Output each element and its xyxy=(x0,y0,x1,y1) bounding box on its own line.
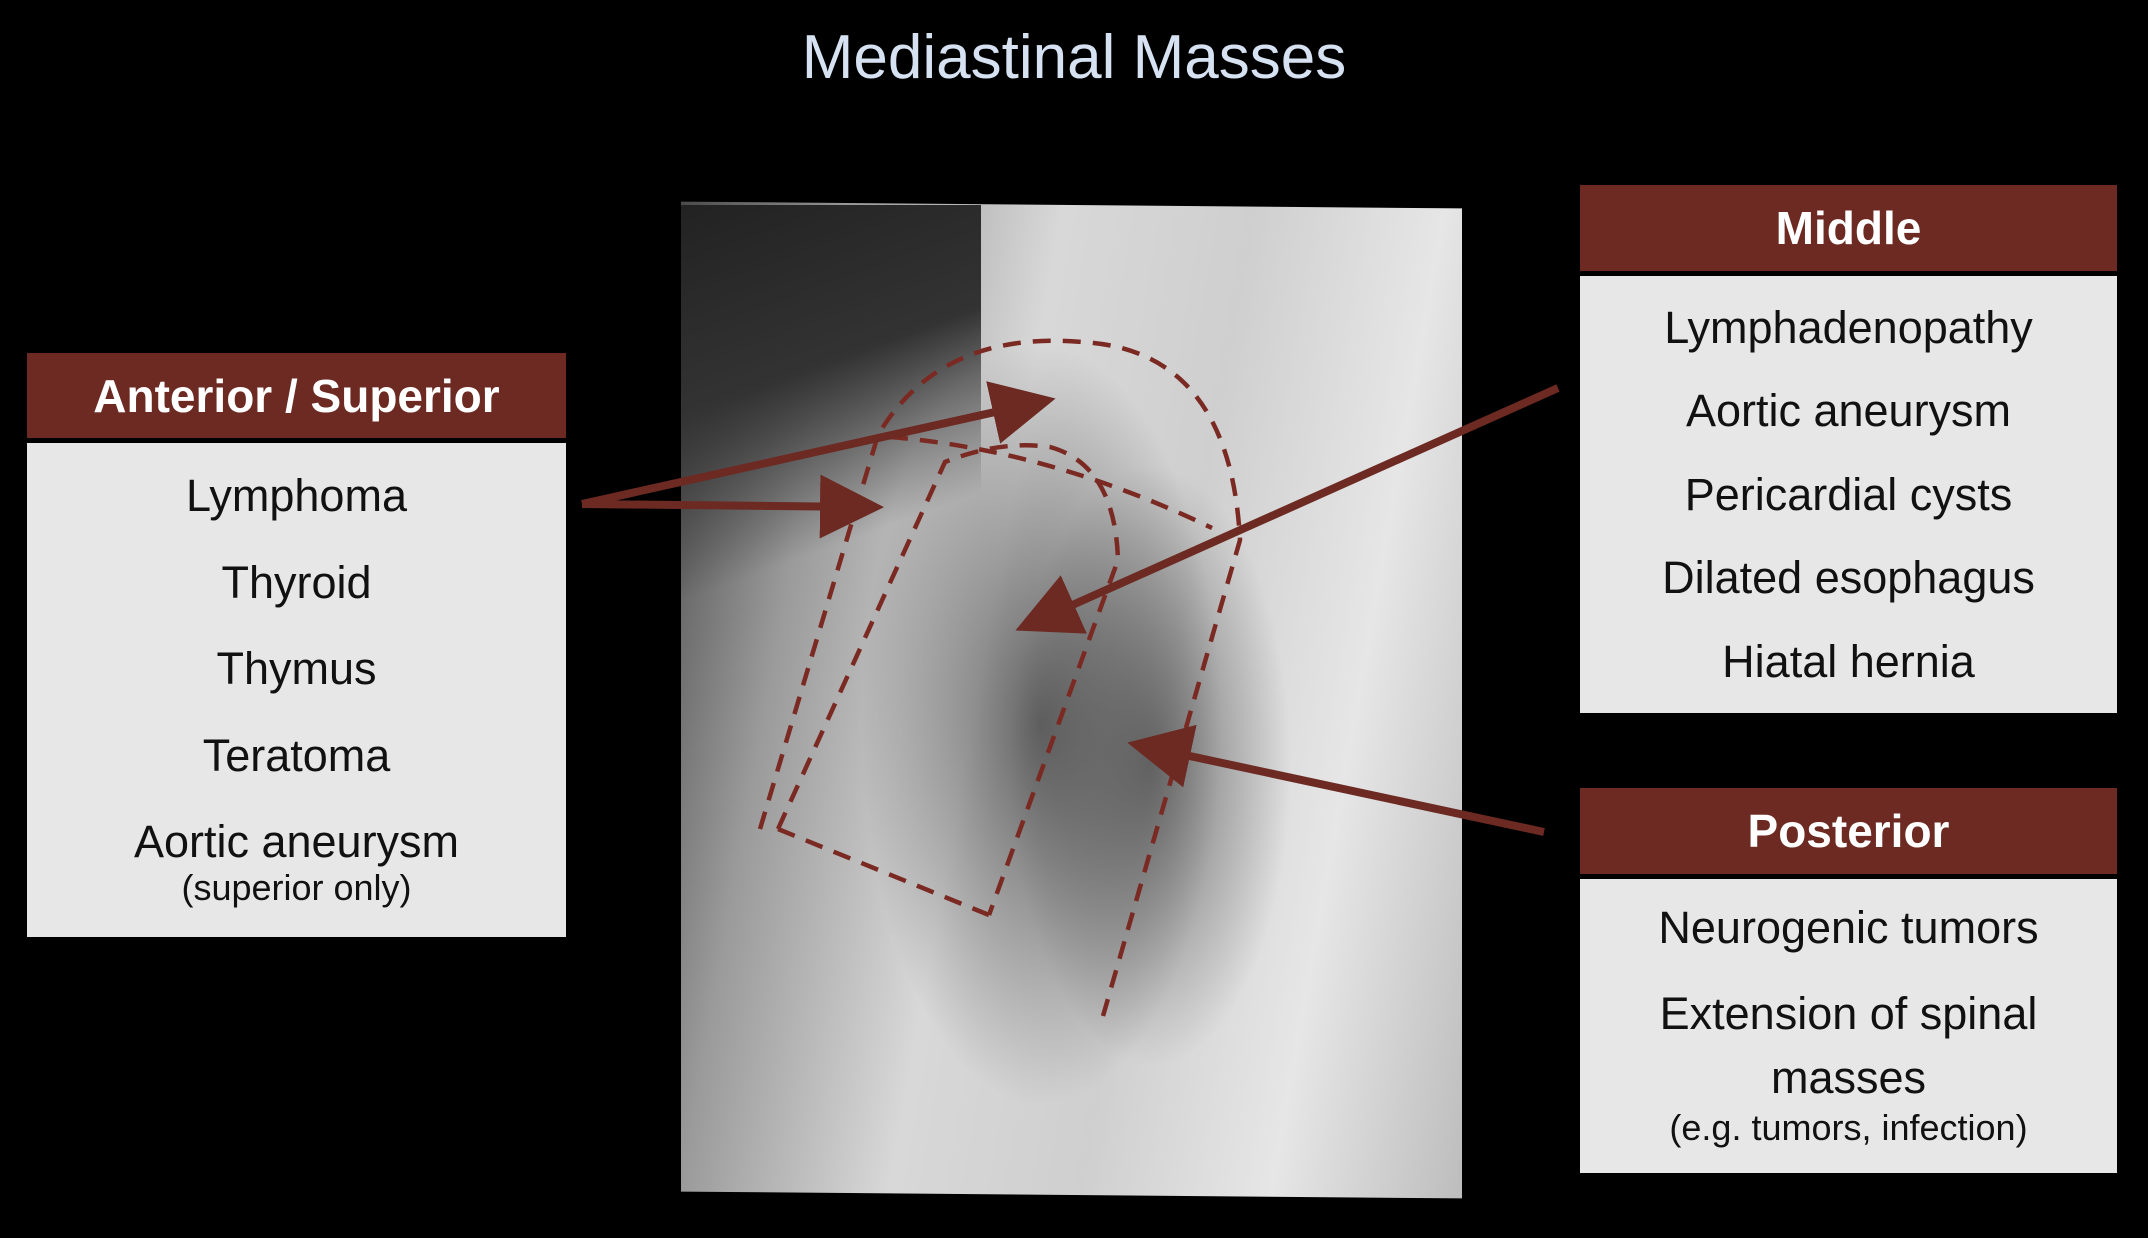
posterior-box: Posterior Neurogenic tumors Extension of… xyxy=(1580,788,2117,1173)
list-item: Extension of spinal xyxy=(1659,988,2038,1040)
posterior-arrow xyxy=(1127,724,1545,836)
list-item: Teratoma xyxy=(202,729,391,781)
anterior-header: Anterior / Superior xyxy=(27,353,566,438)
list-item: Hiatal hernia xyxy=(1722,635,1975,687)
list-item: Neurogenic tumors xyxy=(1658,901,2039,953)
slide-title: Mediastinal Masses xyxy=(801,23,1347,92)
middle-list: Lymphadenopathy Aortic aneurysm Pericard… xyxy=(1580,276,2117,713)
list-item: Thymus xyxy=(216,643,377,695)
posterior-header: Posterior xyxy=(1580,788,2117,874)
list-item: Dilated esophagus xyxy=(1662,552,2035,604)
list-item-note: (e.g. tumors, infection) xyxy=(1669,1107,2028,1149)
anterior-list: Lymphoma Thyroid Thymus Teratoma Aortic … xyxy=(27,443,566,937)
list-item: Aortic aneurysm xyxy=(1685,385,2012,437)
middle-header: Middle xyxy=(1580,185,2117,271)
list-item: Lymphoma xyxy=(186,470,407,522)
list-item: Thyroid xyxy=(221,556,372,608)
middle-arrow xyxy=(1015,384,1560,634)
anterior-arrow-2 xyxy=(581,474,884,539)
superior-boundary-line xyxy=(889,434,1213,531)
middle-box: Middle Lymphadenopathy Aortic aneurysm P… xyxy=(1580,185,2117,713)
list-item: Lymphadenopathy xyxy=(1664,301,2033,353)
posterior-list: Neurogenic tumors Extension of spinal ma… xyxy=(1580,879,2117,1173)
list-item: Pericardial cysts xyxy=(1684,468,2013,520)
list-item-note: (superior only) xyxy=(181,866,412,908)
anterior-compartment-outline xyxy=(757,338,1243,1017)
middle-compartment-outline xyxy=(775,443,1121,918)
list-item: masses xyxy=(1770,1051,1927,1103)
list-item: Aortic aneurysm xyxy=(133,816,460,867)
anterior-arrow-1 xyxy=(581,381,1056,508)
xray-shoulder-shadow xyxy=(681,205,981,625)
anterior-superior-box: Anterior / Superior Lymphoma Thyroid Thy… xyxy=(27,353,566,937)
